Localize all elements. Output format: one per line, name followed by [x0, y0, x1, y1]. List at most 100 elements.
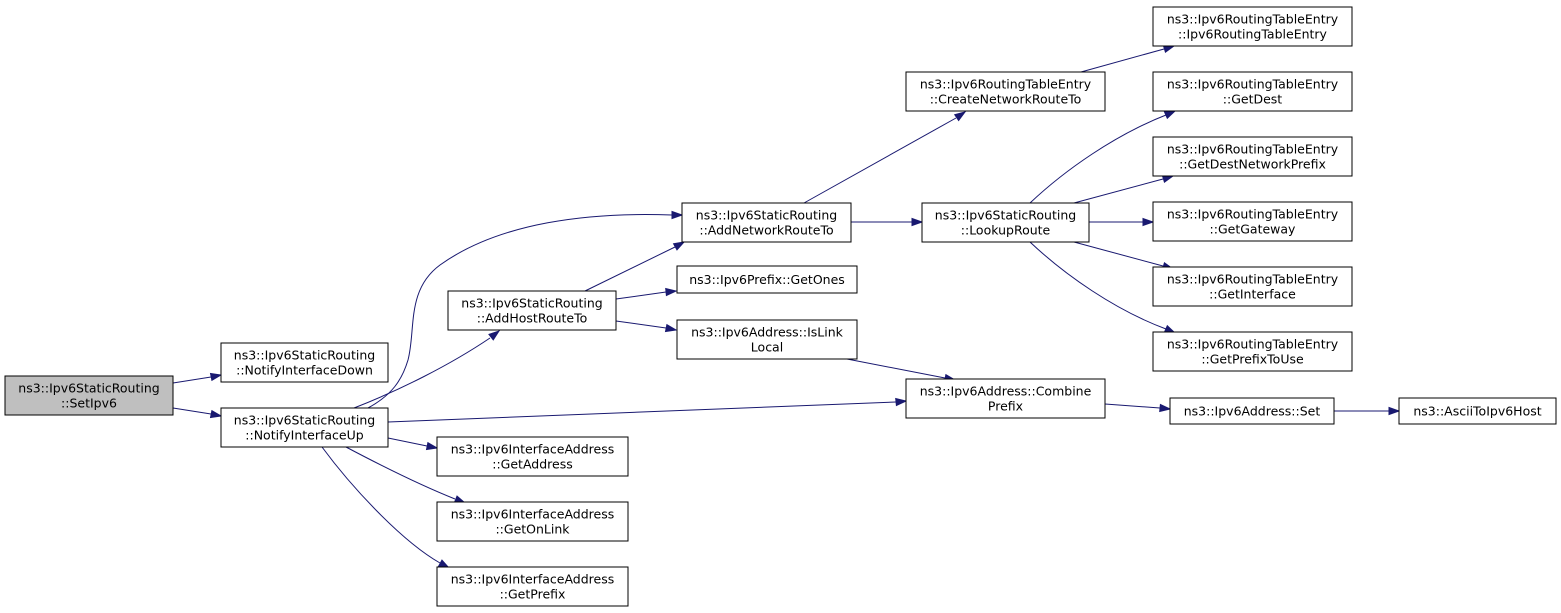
arrowhead-icon: [1161, 174, 1175, 184]
node-label-line: ns3::Ipv6RoutingTableEntry: [1167, 12, 1339, 27]
node-label-line: ns3::Ipv6RoutingTableEntry: [1167, 337, 1339, 352]
node-getones[interactable]: ns3::Ipv6Prefix::GetOnes: [676, 265, 858, 294]
node-label-line: ::GetGateway: [1210, 222, 1297, 237]
node-box: [921, 202, 1090, 243]
node-ascii[interactable]: ns3::AsciiToIpv6Host: [1398, 397, 1557, 425]
node-addnet[interactable]: ns3::Ipv6StaticRouting::AddNetworkRouteT…: [681, 202, 852, 243]
node-label-line: ns3::Ipv6Address::IsLink: [691, 325, 844, 340]
edge-line: [367, 214, 673, 409]
node-box: [4, 375, 174, 416]
edge-addnet-to-lookup: [851, 217, 924, 227]
node-box: [676, 265, 858, 294]
node-box: [447, 290, 617, 331]
nodes-layer: ns3::Ipv6StaticRouting::SetIpv6ns3::Ipv6…: [4, 6, 1557, 607]
node-label-line: ::AddNetworkRouteTo: [699, 223, 833, 238]
node-box: [1152, 136, 1353, 177]
node-lookup[interactable]: ns3::Ipv6StaticRouting::LookupRoute: [921, 202, 1090, 243]
node-box: [1398, 397, 1557, 425]
edge-addhost-to-getones: [615, 287, 678, 300]
node-setipv6[interactable]: ns3::Ipv6StaticRouting::SetIpv6: [4, 375, 174, 416]
edge-setipv6-to-notifydown: [172, 372, 223, 384]
node-label-line: ns3::Ipv6RoutingTableEntry: [1167, 272, 1339, 287]
node-label-line: ns3::Ipv6StaticRouting: [234, 348, 375, 363]
edge-line: [345, 446, 456, 500]
arrowhead-icon: [209, 372, 223, 382]
node-label-line: Local: [751, 340, 783, 355]
node-label-line: ns3::Ipv6Address::Set: [1184, 404, 1321, 419]
node-notifydown[interactable]: ns3::Ipv6StaticRouting::NotifyInterfaceD…: [220, 342, 389, 383]
node-getinterface[interactable]: ns3::Ipv6RoutingTableEntry::GetInterface: [1152, 266, 1353, 307]
node-getgateway[interactable]: ns3::Ipv6RoutingTableEntry::GetGateway: [1152, 201, 1353, 242]
node-notifyup[interactable]: ns3::Ipv6StaticRouting::NotifyInterfaceU…: [220, 407, 389, 448]
arrowhead-icon: [1159, 403, 1172, 413]
node-label-line: ::GetOnLink: [495, 522, 570, 537]
edge-notifyup-to-getaddress: [387, 437, 439, 451]
node-label-line: ns3::Ipv6Prefix::GetOnes: [689, 272, 845, 287]
edge-notifyup-to-getonlink: [345, 446, 467, 504]
arrowhead-icon: [895, 397, 908, 407]
arrowhead-icon: [664, 323, 678, 333]
arrowhead-icon: [1163, 110, 1177, 120]
edge-notifyup-to-combine: [387, 397, 908, 423]
node-box: [681, 202, 852, 243]
node-box: [1152, 6, 1353, 47]
edge-setipv6-to-notifyup: [172, 407, 223, 419]
node-getdest[interactable]: ns3::Ipv6RoutingTableEntry::GetDest: [1152, 71, 1353, 112]
arrowhead-icon: [911, 217, 924, 227]
edge-line: [1029, 241, 1167, 330]
edge-addrset-to-ascii: [1334, 406, 1401, 416]
edge-notifyup-to-addhost: [353, 330, 501, 409]
node-getaddress[interactable]: ns3::Ipv6InterfaceAddress::GetAddress: [436, 436, 629, 477]
node-label-line: ::NotifyInterfaceDown: [236, 363, 373, 378]
edge-line: [1073, 241, 1164, 267]
edge-notifyup-to-getprefix: [321, 446, 451, 569]
arrowhead-icon: [1388, 406, 1401, 416]
edge-line: [1080, 48, 1165, 73]
edge-addnet-to-createnet: [803, 111, 967, 204]
edge-lookup-to-getgateway: [1089, 217, 1155, 227]
node-label-line: ::GetDest: [1223, 92, 1283, 107]
node-rte_ctor[interactable]: ns3::Ipv6RoutingTableEntry::Ipv6RoutingT…: [1152, 6, 1353, 47]
edges-layer: [172, 44, 1401, 569]
edge-line: [172, 407, 212, 415]
edge-line: [1029, 114, 1167, 204]
node-getonlink[interactable]: ns3::Ipv6InterfaceAddress::GetOnLink: [436, 501, 629, 542]
edge-addhost-to-addnet: [584, 241, 686, 292]
node-box: [436, 566, 629, 607]
edge-line: [321, 446, 441, 564]
edge-line: [846, 358, 946, 379]
node-addrset[interactable]: ns3::Ipv6Address::Set: [1169, 397, 1335, 425]
node-createnet[interactable]: ns3::Ipv6RoutingTableEntry::CreateNetwor…: [905, 71, 1106, 112]
node-label-line: ns3::AsciiToIpv6Host: [1413, 404, 1541, 419]
arrowhead-icon: [665, 287, 678, 297]
node-label-line: ns3::Ipv6InterfaceAddress: [451, 572, 615, 587]
edge-islinklocal-to-combine: [846, 358, 957, 383]
node-label-line: ::SetIpv6: [61, 396, 117, 411]
edge-line: [172, 376, 212, 384]
node-getprefixtouse[interactable]: ns3::Ipv6RoutingTableEntry::GetPrefixToU…: [1152, 331, 1353, 372]
edge-addhost-to-islinklocal: [615, 320, 678, 333]
node-box: [1152, 266, 1353, 307]
edge-line: [353, 337, 491, 409]
node-label-line: ::AddHostRouteTo: [477, 311, 588, 326]
edge-line: [615, 320, 667, 329]
node-addhost[interactable]: ns3::Ipv6StaticRouting::AddHostRouteTo: [447, 290, 617, 331]
node-getdestprefix[interactable]: ns3::Ipv6RoutingTableEntry::GetDestNetwo…: [1152, 136, 1353, 177]
node-label-line: ::LookupRoute: [961, 223, 1051, 238]
node-label-line: ::Ipv6RoutingTableEntry: [1178, 27, 1328, 42]
node-box: [1152, 71, 1353, 112]
node-label-line: ns3::Ipv6RoutingTableEntry: [1167, 142, 1339, 157]
node-label-line: ns3::Ipv6StaticRouting: [461, 296, 602, 311]
node-box: [1152, 331, 1353, 372]
edge-notifyup-to-addnet: [367, 210, 684, 409]
node-box: [905, 71, 1106, 112]
edge-line: [387, 437, 428, 447]
arrowhead-icon: [953, 111, 967, 122]
node-label-line: ::GetPrefixToUse: [1201, 352, 1304, 367]
node-box: [676, 319, 858, 360]
node-box: [1152, 201, 1353, 242]
node-getprefix[interactable]: ns3::Ipv6InterfaceAddress::GetPrefix: [436, 566, 629, 607]
